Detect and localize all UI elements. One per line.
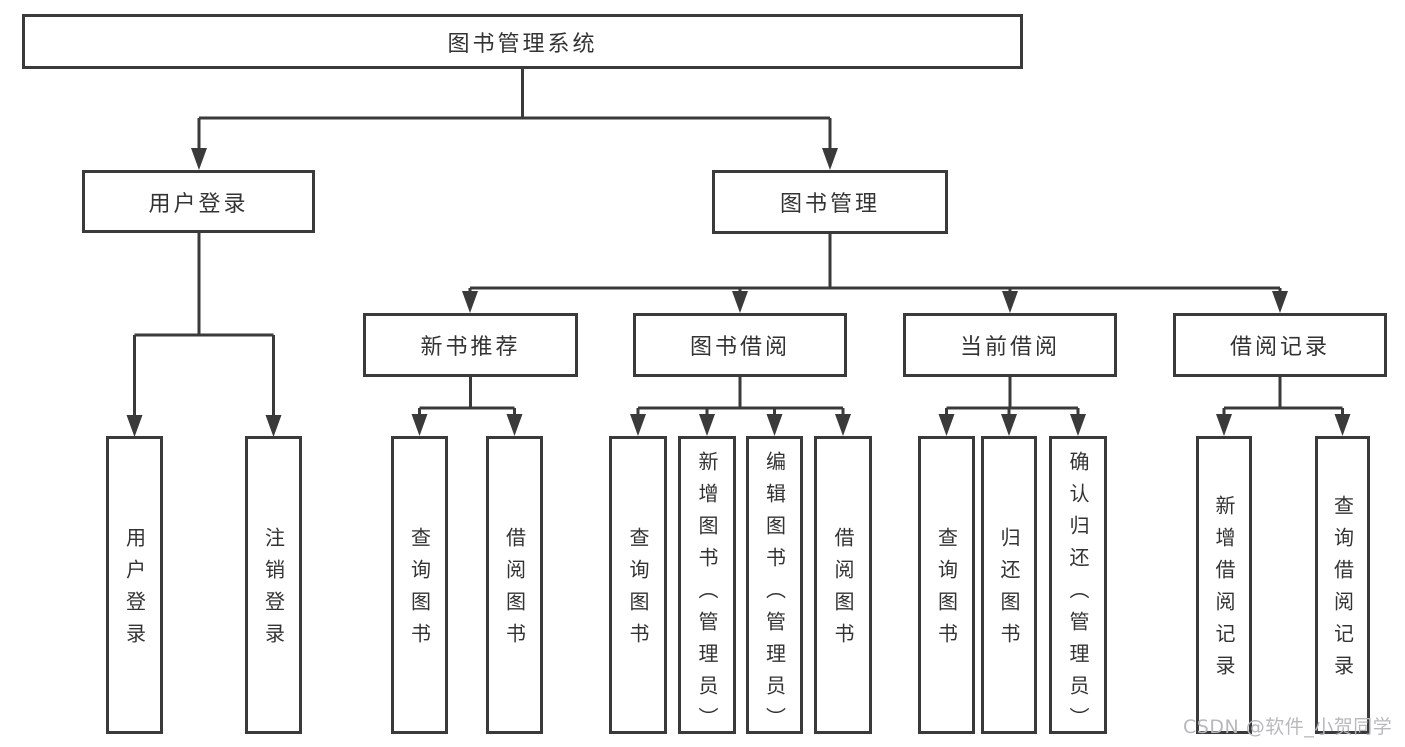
node-book-borrowing: 图书借阅 (633, 313, 847, 377)
leaf-borrow-borrow-book: 借阅图书 (814, 436, 872, 734)
node-library-system-root: 图书管理系统 (22, 14, 1023, 69)
leaf-current-query-book: 查询图书 (918, 436, 975, 734)
leaf-borrow-add-book-admin: 新增图书（管理员） (678, 436, 736, 739)
node-new-book-recommend: 新书推荐 (363, 313, 578, 377)
leaf-newbook-query-book: 查询图书 (391, 436, 448, 734)
leaf-record-query-record: 查询借阅记录 (1315, 436, 1370, 734)
leaf-borrow-edit-book-admin: 编辑图书（管理员） (746, 436, 803, 739)
node-user-login: 用户登录 (82, 170, 315, 233)
leaf-borrow-query-book: 查询图书 (609, 436, 667, 734)
leaf-newbook-borrow-book: 借阅图书 (486, 436, 543, 734)
leaf-current-return-book: 归还图书 (981, 436, 1037, 734)
node-book-management: 图书管理 (712, 170, 948, 234)
node-current-borrowing: 当前借阅 (903, 313, 1117, 377)
leaf-logout: 注销登录 (245, 436, 302, 734)
node-borrowing-records: 借阅记录 (1173, 313, 1387, 377)
leaf-current-confirm-return-admin: 确认归还（管理员） (1049, 436, 1107, 739)
leaf-user-login: 用户登录 (106, 436, 163, 734)
watermark-text: CSDN @软件_小贺同学 (1183, 716, 1393, 738)
leaf-record-add-record: 新增借阅记录 (1196, 436, 1252, 734)
